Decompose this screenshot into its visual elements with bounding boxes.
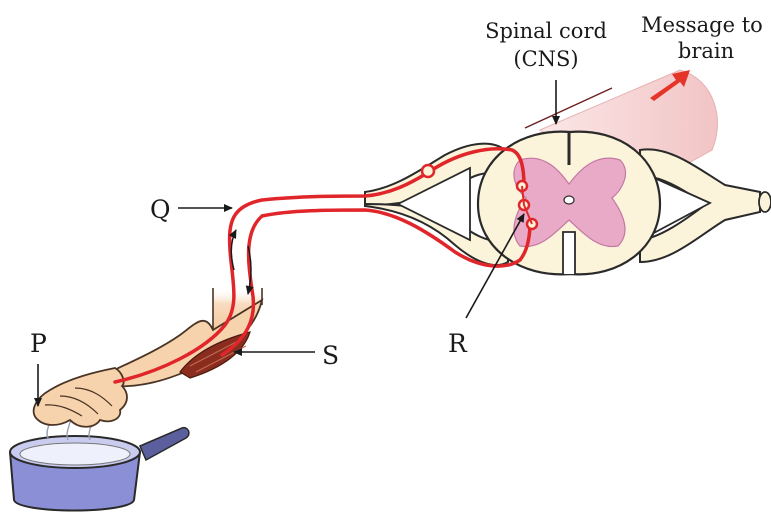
label-r: R — [448, 329, 468, 358]
label-cns: (CNS) — [513, 47, 578, 71]
label-message-to-brain: Message to — [641, 13, 763, 37]
label-spinal-cord: Spinal cord — [485, 19, 607, 43]
label-p: P — [30, 329, 47, 358]
label-s: S — [322, 341, 339, 370]
arm — [34, 288, 262, 427]
hot-pan — [10, 410, 189, 511]
label-q: Q — [150, 195, 171, 224]
spinal-cord-cross-section — [365, 132, 771, 275]
label-brain: brain — [678, 39, 734, 63]
